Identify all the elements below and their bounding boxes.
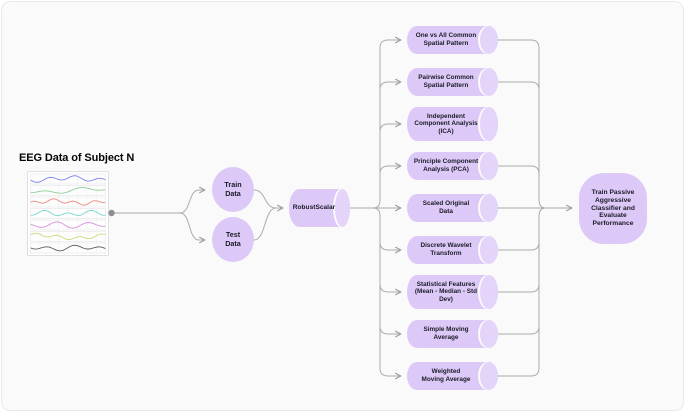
- node-robustscalar: RobustScalar: [289, 189, 350, 227]
- connector-line: [379, 241, 402, 254]
- feature-cylinder: Discrete Wavelet Transform: [407, 236, 498, 264]
- node-train-data-label: Train Data: [224, 180, 242, 198]
- connector-line: [496, 283, 540, 293]
- eeg-section-title: EEG Data of Subject N: [19, 152, 135, 164]
- node-test-data-label: Test Data: [225, 230, 241, 248]
- feature-cylinder-label: Pairwise Common Spatial Pattern: [418, 74, 474, 89]
- connector-line: [379, 162, 402, 175]
- connector-line: [379, 283, 402, 296]
- feature-cylinder: Pairwise Common Spatial Pattern: [407, 68, 498, 96]
- connectors: [113, 36, 573, 380]
- connector-line: [379, 325, 402, 338]
- connector-line: [253, 189, 284, 212]
- connector-line: [253, 207, 277, 241]
- feature-cylinder: Statistical Features (Mean - Median - St…: [407, 275, 498, 309]
- connector-line: [379, 120, 402, 133]
- connector-line: [179, 186, 206, 214]
- node-train-data: Train Data: [212, 167, 254, 212]
- feature-cylinder-label: One vs All Common Spatial Pattern: [415, 32, 477, 47]
- feature-cylinder-label: Scaled Original Data: [422, 200, 470, 215]
- feature-cylinder-label: Simple Moving Average: [423, 326, 469, 341]
- node-classifier-label: Train Passive Aggressive Classifier and …: [591, 188, 635, 228]
- connector-line: [496, 81, 540, 91]
- junction-dot: [108, 209, 115, 217]
- connector-line: [496, 39, 547, 209]
- feature-cylinder-label: Statistical Features (Mean - Median - St…: [414, 280, 478, 303]
- feature-cylinder-label: Independent Component Analysis (ICA): [414, 112, 478, 135]
- eeg-signals-image: [27, 171, 109, 256]
- connector-line: [496, 241, 540, 251]
- feature-cylinder: Independent Component Analysis (ICA): [407, 107, 498, 141]
- feature-cylinder-label: Weighted Moving Average: [421, 368, 471, 383]
- connector-line: [496, 207, 547, 377]
- connector-line: [372, 36, 402, 209]
- node-classifier: Train Passive Aggressive Classifier and …: [579, 173, 647, 244]
- feature-cylinder: Simple Moving Average: [407, 320, 498, 348]
- feature-cylinder-label: Principle Component Analysis (PCA): [413, 158, 479, 173]
- connector-line: [379, 78, 402, 91]
- connector-line: [496, 325, 540, 335]
- node-test-data: Test Data: [212, 217, 254, 262]
- feature-cylinder: Scaled Original Data: [407, 194, 498, 222]
- connector-line: [496, 165, 540, 175]
- feature-cylinder: Principle Component Analysis (PCA): [407, 152, 498, 180]
- connector-line: [179, 212, 206, 244]
- feature-cylinder: One vs All Common Spatial Pattern: [407, 26, 498, 54]
- connector-line: [372, 207, 402, 380]
- feature-cylinder-label: Discrete Wavelet Transform: [420, 242, 472, 257]
- feature-cylinder: Weighted Moving Average: [407, 362, 498, 390]
- node-robustscalar-label: RobustScalar: [292, 204, 336, 212]
